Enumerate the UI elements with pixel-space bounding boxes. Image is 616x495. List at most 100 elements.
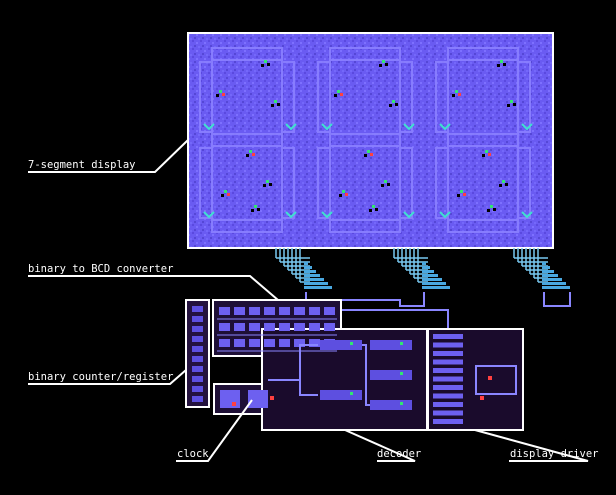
pixel-green <box>342 190 345 193</box>
bus-trunk <box>305 292 425 307</box>
bus-step <box>304 278 324 281</box>
digit-panels <box>199 47 533 233</box>
driver-cell <box>433 385 463 390</box>
pixel-red <box>387 183 390 186</box>
leader-bcd <box>28 275 279 301</box>
pixel-dark <box>334 94 337 97</box>
bus-step <box>304 270 316 273</box>
bus-trunk <box>340 309 449 330</box>
leader-display-driver <box>474 429 589 462</box>
pixel-red <box>505 183 508 186</box>
register-cell <box>192 396 203 402</box>
bcd-gate <box>279 307 290 315</box>
register-cell <box>192 336 203 342</box>
bus-step <box>304 286 332 289</box>
segment-d <box>329 219 401 233</box>
pixel-red <box>385 63 388 66</box>
decoder-trace <box>362 344 370 406</box>
pixel-dark <box>457 194 460 197</box>
chevron-mark <box>521 211 533 219</box>
pixel-green <box>382 60 385 63</box>
chevron-mark <box>439 123 451 131</box>
driver-cell <box>433 368 463 373</box>
pixel-dark <box>364 154 367 157</box>
bus-group <box>393 248 450 306</box>
chevron-mark <box>203 123 215 131</box>
bus-step <box>542 262 546 265</box>
decoder-gate <box>320 390 362 400</box>
label-decoder: decoder <box>377 448 421 460</box>
pixel-red <box>267 63 270 66</box>
chevron-mark <box>403 211 415 219</box>
pixel-red <box>513 103 516 106</box>
pixel-green <box>337 90 340 93</box>
decoder-led <box>400 402 403 405</box>
digit-panel <box>317 47 415 233</box>
segment-g <box>329 133 401 147</box>
register-cell <box>192 306 203 312</box>
pixel-red <box>277 103 280 106</box>
segment-b <box>517 61 531 133</box>
decoder-led <box>350 342 353 345</box>
decoder-gate <box>320 340 362 350</box>
decoder-gate <box>370 400 412 410</box>
clock-cell <box>248 390 268 408</box>
bcd-gate <box>264 323 275 331</box>
leader-seven-segment <box>28 139 189 173</box>
segment-g <box>211 133 283 147</box>
pixel-dark <box>216 94 219 97</box>
segment-c <box>517 147 531 219</box>
bus-step <box>542 266 550 269</box>
pixel-red <box>340 93 343 96</box>
driver-cell <box>433 393 463 399</box>
driver-led <box>480 396 484 400</box>
pixel-dark <box>379 64 382 67</box>
bcd-gate <box>234 323 245 331</box>
pixel-green <box>372 205 375 208</box>
bus-step <box>304 274 320 277</box>
circuit-traces <box>192 306 517 424</box>
pixel-dark <box>381 184 384 187</box>
pixel-dark <box>261 64 264 67</box>
clock-cell <box>220 390 240 408</box>
bcd-gate <box>219 323 230 331</box>
pixel-dark <box>369 209 372 212</box>
bcd-gate <box>264 339 275 347</box>
bus-trunk <box>543 292 571 307</box>
pixel-green <box>224 190 227 193</box>
driver-cell <box>433 410 463 416</box>
bus-step <box>422 286 450 289</box>
bcd-gate <box>219 339 230 347</box>
bus-step <box>304 266 312 269</box>
driver-cell <box>433 419 463 424</box>
pixel-dark <box>339 194 342 197</box>
bus-step <box>542 278 562 281</box>
segment-e <box>317 147 331 219</box>
bcd-gate <box>324 323 335 331</box>
pixel-green <box>367 150 370 153</box>
decoder-led <box>350 392 353 395</box>
bcd-gate <box>294 339 305 347</box>
leader-lines <box>28 139 589 462</box>
register-cell <box>192 356 203 362</box>
register-cell <box>192 346 203 352</box>
bus-step <box>304 262 308 265</box>
pixel-green <box>384 180 387 183</box>
bus-step <box>422 266 430 269</box>
label-binary-to-bcd-converter: binary to BCD converter <box>28 263 173 275</box>
pixel-red <box>493 208 496 211</box>
register-cell <box>192 376 203 382</box>
pixel-green <box>460 190 463 193</box>
pixel-green <box>264 60 267 63</box>
pixel-green <box>485 150 488 153</box>
seven-segment-display <box>187 32 554 249</box>
segment-d <box>447 219 519 233</box>
digit-panel <box>435 47 533 233</box>
pixel-green <box>490 205 493 208</box>
pixel-green <box>249 150 252 153</box>
bcd-gate <box>249 339 260 347</box>
pixel-dark <box>263 184 266 187</box>
pixel-dark <box>389 104 392 107</box>
decoder-trace <box>268 344 318 381</box>
bus-step <box>542 270 554 273</box>
